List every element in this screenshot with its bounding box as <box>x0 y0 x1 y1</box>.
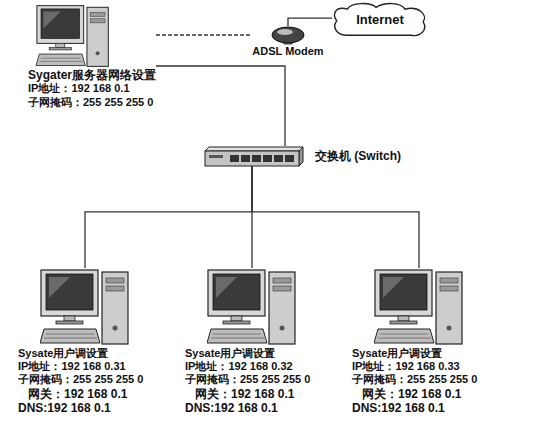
modem-body <box>272 27 304 43</box>
node-label: DNS:192 168 0.1 <box>18 401 111 415</box>
icon-space <box>205 146 303 166</box>
switch-top <box>205 147 303 151</box>
node-label: 网关：192 168 0.1 <box>195 387 294 401</box>
network-cable <box>156 34 250 35</box>
client-computer <box>207 270 295 344</box>
node-label: Sygater服务器网络设置 <box>28 68 156 82</box>
cloud-shape <box>335 4 425 36</box>
node-label: DNS:192 168 0.1 <box>185 401 278 415</box>
switch-port <box>241 155 250 162</box>
node-label: ADSL Modem <box>252 45 323 58</box>
icon-space <box>18 268 130 347</box>
switch-node: 交换机 (Switch) <box>205 146 401 166</box>
node-label: Sysate用户调设置 <box>185 347 275 360</box>
node-label: 子网掩码：255 255 255 0 <box>352 373 477 386</box>
client-computer <box>374 270 462 344</box>
switch-device <box>205 147 303 166</box>
icon-space <box>28 4 118 68</box>
switch-port <box>263 155 272 162</box>
node-label: 网关：192 168 0.1 <box>362 387 461 401</box>
node-label: 子网掩码：255 255 255 0 <box>185 373 310 386</box>
client-computer <box>40 270 128 344</box>
switch-side <box>299 147 303 166</box>
network-cable <box>252 166 419 268</box>
client-computer-node: Sysate用户调设置IP地址：192 168 0.33子网掩码：255 255… <box>352 268 477 415</box>
node-label: IP地址：192 168 0.33 <box>352 360 460 373</box>
modem-dish <box>272 27 304 44</box>
client-computer-node: Sysate用户调设置IP地址：192 168 0.32子网掩码：255 255… <box>185 268 310 415</box>
node-label: IP地址：192 168 0.1 <box>28 82 130 95</box>
server-computer <box>36 6 108 67</box>
switch-port <box>230 155 239 162</box>
switch-front <box>205 151 299 166</box>
server-computer-node: Sygater服务器网络设置IP地址：192 168 0.1子网掩码：255 2… <box>28 4 156 109</box>
switch-leds <box>209 155 223 158</box>
client-computer-node: Sysate用户调设置IP地址：192 168 0.31子网掩码：255 255… <box>18 268 143 415</box>
node-label: 子网掩码：255 255 255 0 <box>18 373 143 386</box>
node-label: 子网掩码：255 255 255 0 <box>28 96 153 109</box>
node-label: Internet <box>356 12 404 28</box>
switch-port <box>274 155 283 162</box>
network-cable <box>85 166 252 268</box>
switch-port <box>285 155 294 162</box>
node-label: 网关：192 168 0.1 <box>28 387 127 401</box>
node-label: IP地址：192 168 0.31 <box>18 360 126 373</box>
icon-space <box>185 268 297 347</box>
icon-space <box>270 26 306 45</box>
node-label: DNS:192 168 0.1 <box>352 401 445 415</box>
modem-highlight <box>277 29 293 35</box>
node-label: 交换机 (Switch) <box>315 149 401 163</box>
modem-node: ADSL Modem <box>250 26 326 58</box>
internet-cloud: Internet <box>332 2 428 38</box>
node-label: IP地址：192 168 0.32 <box>185 360 293 373</box>
node-label: Sysate用户调设置 <box>352 347 442 360</box>
node-label: Sysate用户调设置 <box>18 347 108 360</box>
network-cable <box>288 18 332 26</box>
icon-space <box>352 268 464 347</box>
switch-port <box>252 155 261 162</box>
network-cable <box>156 66 285 146</box>
